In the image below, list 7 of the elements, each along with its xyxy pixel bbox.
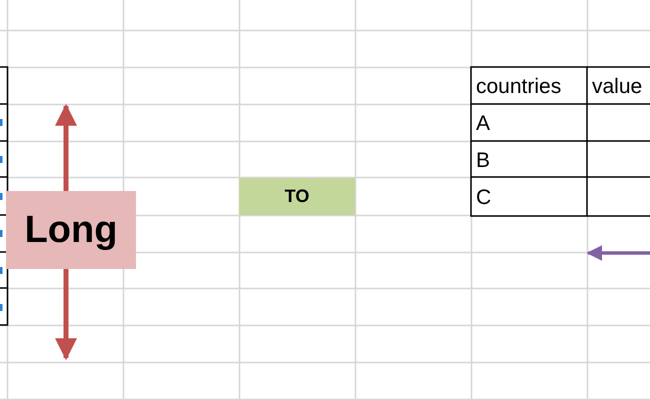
row-label: A (476, 113, 490, 134)
highlighted-cell: TO (239, 178, 355, 215)
column-header: value (592, 76, 642, 97)
row-label: C (476, 187, 492, 208)
label-box: Long (6, 191, 136, 269)
row-label: B (476, 150, 490, 171)
column-header: countries (476, 76, 562, 97)
